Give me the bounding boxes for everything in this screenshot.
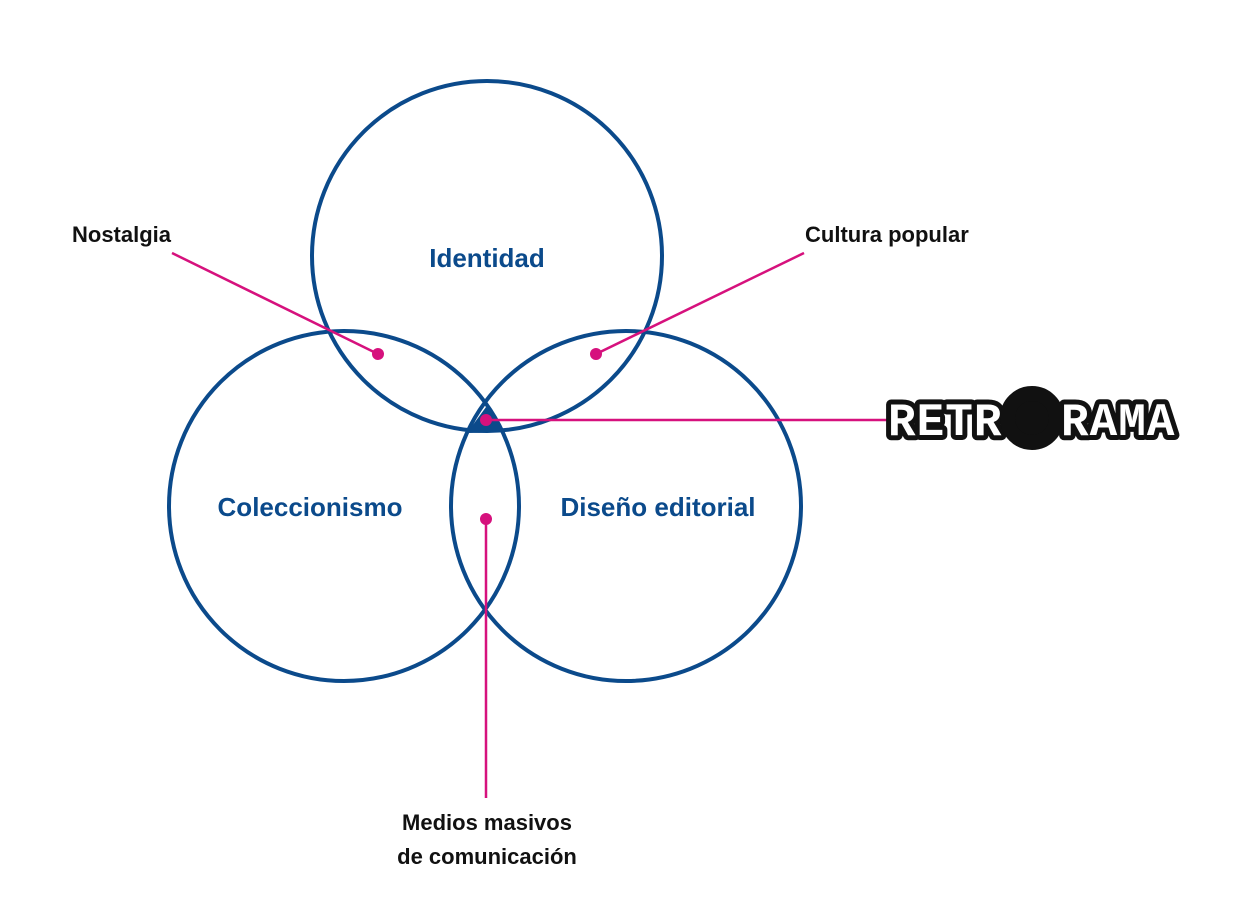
label-coleccionismo: Coleccionismo: [218, 492, 403, 522]
leader-cultura-popular: [595, 251, 805, 356]
dot-retrorama: [480, 414, 492, 426]
circle-diseno-editorial: [449, 329, 803, 683]
label-identidad: Identidad: [429, 243, 545, 273]
label-diseno-editorial: Diseño editorial: [560, 492, 755, 522]
dot-nostalgia: [372, 348, 384, 360]
retrorama-logo: RETR RAMA: [883, 386, 1179, 454]
logo-o-center-icon: [1015, 401, 1049, 435]
callout-medios-line1: Medios masivos: [402, 810, 572, 835]
callout-nostalgia: Nostalgia: [72, 222, 172, 247]
callout-medios-line2: de comunicación: [397, 844, 577, 869]
callout-cultura-popular: Cultura popular: [805, 222, 969, 247]
leader-nostalgia: [171, 251, 379, 356]
dot-medios: [480, 513, 492, 525]
circle-coleccionismo: [167, 329, 521, 683]
dot-cultura-popular: [590, 348, 602, 360]
logo-text-part2: RAMA: [1061, 397, 1175, 449]
logo-text-part1: RETR: [888, 397, 1002, 449]
